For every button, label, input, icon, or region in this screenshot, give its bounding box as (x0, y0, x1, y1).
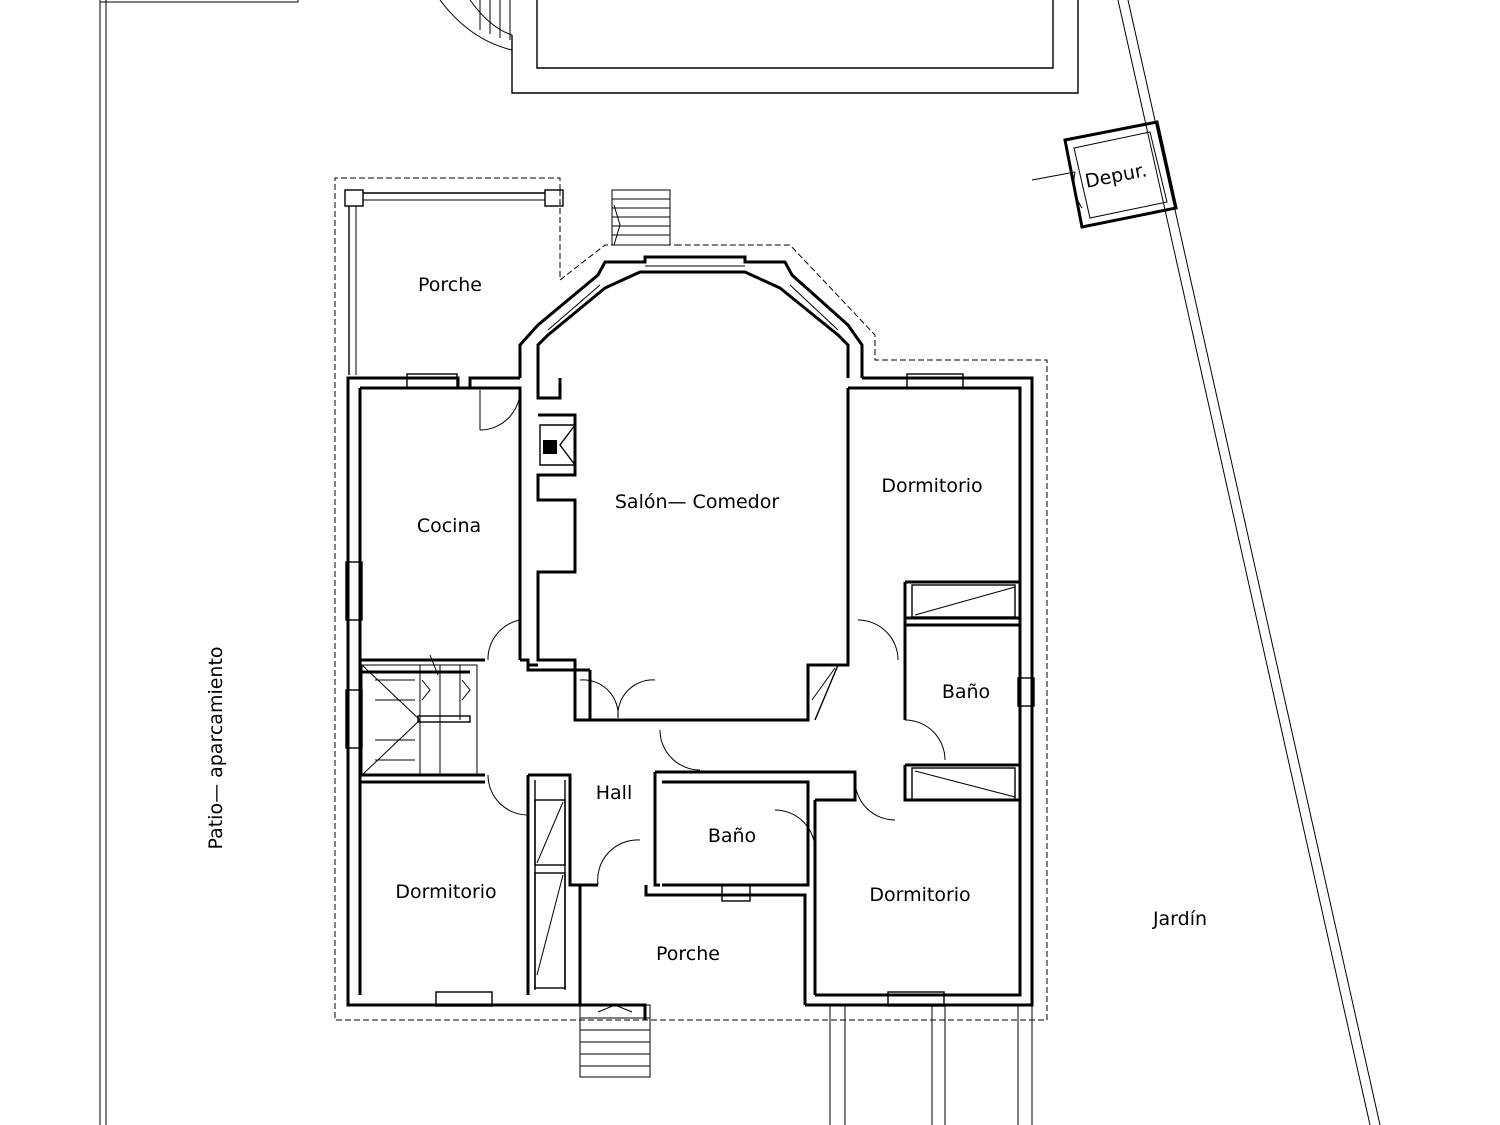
label-bano-south: Baño (708, 825, 756, 847)
label-hall: Hall (596, 782, 633, 804)
label-porche-top: Porche (418, 274, 482, 296)
pergola (829, 1005, 1033, 1125)
label-bano-east: Baño (942, 681, 990, 703)
house-walls (345, 373, 1035, 1007)
pool (439, 0, 1079, 94)
label-patio-aparcamiento: Patio— aparcamiento (205, 646, 227, 849)
terrace-outline (334, 177, 1048, 1021)
label-cocina: Cocina (417, 515, 481, 537)
hall-walls (360, 658, 598, 1005)
label-porche-bottom: Porche (656, 943, 720, 965)
label-jardin: Jardín (1152, 908, 1207, 930)
pump-house (1031, 120, 1178, 229)
label-salon-comedor: Salón— Comedor (615, 491, 779, 513)
label-dormitorio-ne: Dormitorio (881, 475, 982, 497)
stairs-internal (361, 654, 478, 776)
east-walls (578, 580, 1020, 1020)
room-labels: Porche Cocina Salón— Comedor Dormitorio … (205, 159, 1207, 965)
stairs-top (611, 189, 671, 246)
porch-top (344, 189, 564, 375)
label-dormitorio-sw: Dormitorio (395, 881, 496, 903)
label-dormitorio-se: Dormitorio (869, 884, 970, 906)
stairs-bottom (579, 1004, 651, 1078)
doors (479, 389, 946, 886)
salon-walls (518, 255, 864, 378)
salon-inner (520, 378, 850, 722)
label-depur: Depur. (1083, 159, 1149, 193)
plot-boundary (99, 0, 1381, 1125)
